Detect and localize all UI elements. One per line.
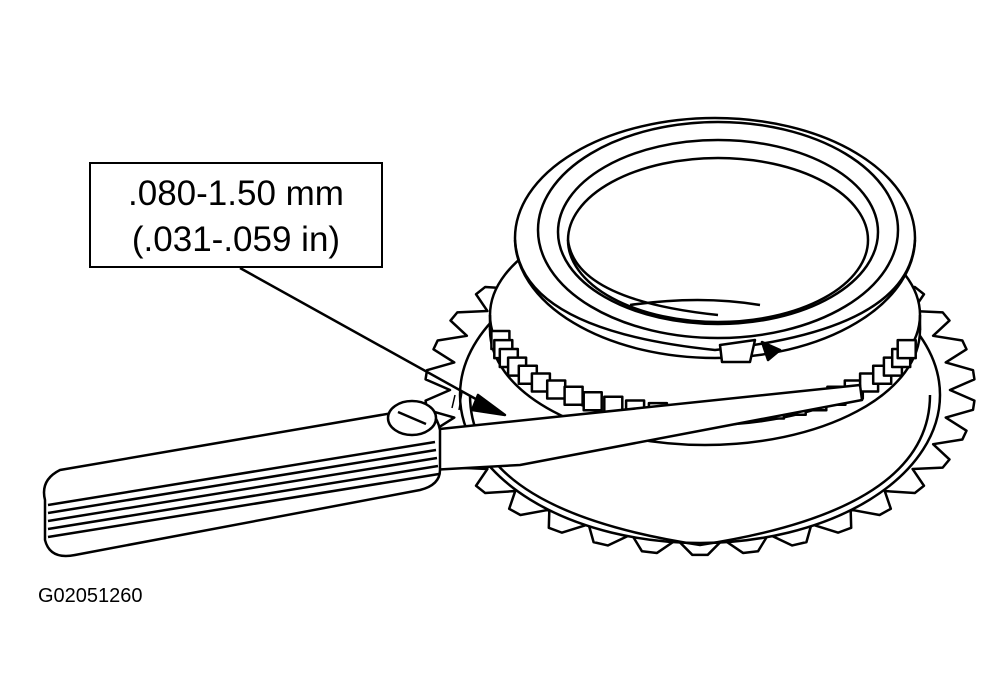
clearance-callout: .080-1.50 mm (.031-.059 in) [89,162,383,268]
callout-leader-arrow [239,266,507,417]
synchronizer-ring [488,116,922,447]
dog-tooth [563,385,584,407]
figure-id: G02051260 [38,585,143,607]
feeler-gauge [42,383,864,558]
clearance-metric: .080-1.50 mm [128,174,344,213]
dog-tooth [582,390,603,412]
dog-tooth [545,379,567,400]
clearance-imperial: (.031-.059 in) [131,220,341,259]
dog-tooth [896,338,917,360]
